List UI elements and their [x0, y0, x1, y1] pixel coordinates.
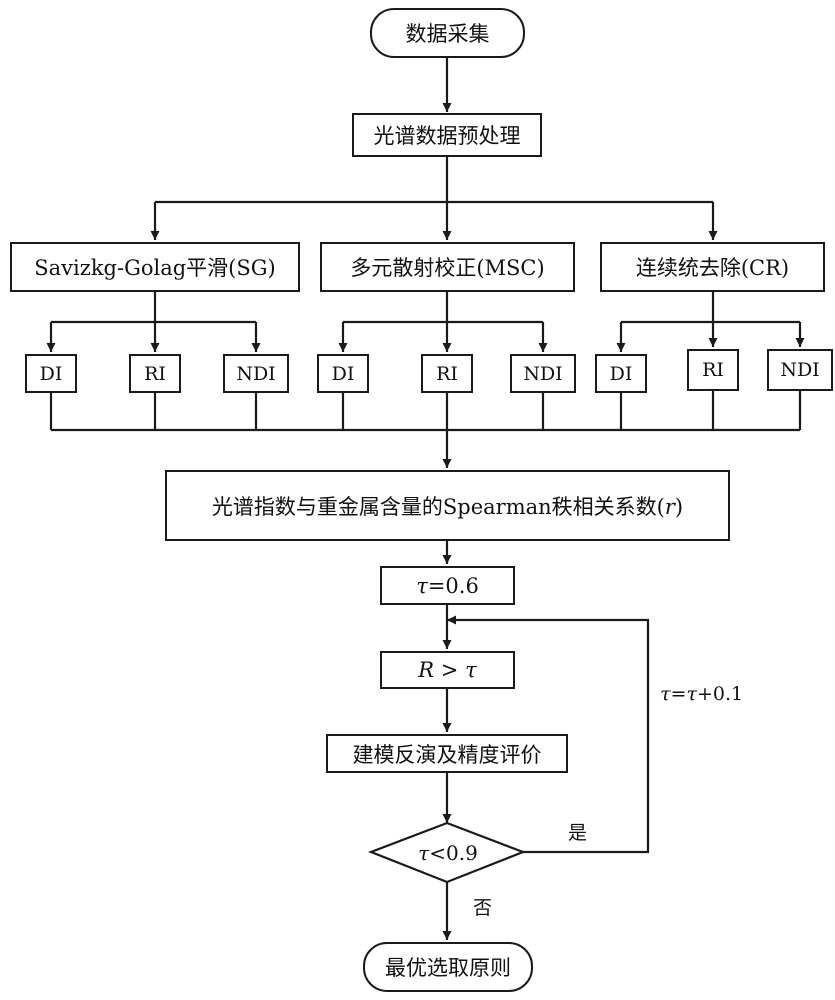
method-msc-label: 多元散射校正(MSC)	[350, 256, 545, 280]
model-label: 建模反演及精度评价	[352, 742, 542, 767]
cr-di-label: DI	[609, 362, 633, 385]
sg-ri-label: RI	[144, 362, 166, 385]
cr-di-box: DI	[595, 354, 647, 393]
msc-ndi-label: NDI	[523, 362, 563, 385]
sg-di-label: DI	[39, 362, 63, 385]
tau-init-node: τ=0.6	[380, 566, 515, 605]
sg-ri-box: RI	[129, 354, 181, 393]
preprocess-label: 光谱数据预处理	[373, 124, 521, 148]
cr-ndi-box: NDI	[767, 349, 833, 391]
start-node: 数据采集	[370, 8, 525, 58]
yes-label: 是	[568, 822, 588, 844]
msc-ri-box: RI	[421, 354, 473, 393]
correlation-symbol: r	[664, 494, 675, 519]
end-label: 最优选取原则	[385, 956, 511, 980]
no-label: 否	[473, 897, 493, 919]
preprocess-node: 光谱数据预处理	[352, 113, 542, 157]
msc-di-box: DI	[317, 354, 369, 393]
method-msc-node: 多元散射校正(MSC)	[320, 242, 575, 292]
msc-ri-label: RI	[436, 362, 458, 385]
loop-back-line	[447, 615, 650, 854]
method-sg-label: Savizkg-Golag平滑(SG)	[34, 256, 276, 280]
tau-init-label: τ=0.6	[416, 573, 479, 598]
model-node: 建模反演及精度评价	[326, 734, 568, 773]
sg-di-box: DI	[25, 354, 77, 393]
sg-ndi-label: NDI	[236, 362, 276, 385]
loop-update-label: τ=τ+0.1	[660, 683, 744, 705]
decision-label: τ<0.9	[418, 841, 478, 865]
sg-ndi-box: NDI	[223, 354, 289, 393]
condition-label: R > τ	[418, 658, 477, 682]
condition-node: R > τ	[380, 651, 515, 689]
method-sg-node: Savizkg-Golag平滑(SG)	[10, 242, 300, 292]
correlation-label: 光谱指数与重金属含量的Spearman秩相关系数(r)	[211, 494, 684, 519]
start-label: 数据采集	[405, 22, 490, 46]
decision-diamond	[367, 821, 527, 884]
msc-ndi-box: NDI	[510, 354, 576, 393]
cr-ri-label: RI	[702, 359, 724, 381]
correlation-node: 光谱指数与重金属含量的Spearman秩相关系数(r)	[165, 470, 730, 541]
cr-ri-box: RI	[687, 349, 739, 391]
end-node: 最优选取原则	[363, 942, 533, 992]
cr-ndi-label: NDI	[780, 359, 820, 381]
msc-di-label: DI	[331, 362, 355, 385]
method-cr-label: 连续统去除(CR)	[635, 256, 790, 280]
method-cr-node: 连续统去除(CR)	[600, 242, 825, 292]
